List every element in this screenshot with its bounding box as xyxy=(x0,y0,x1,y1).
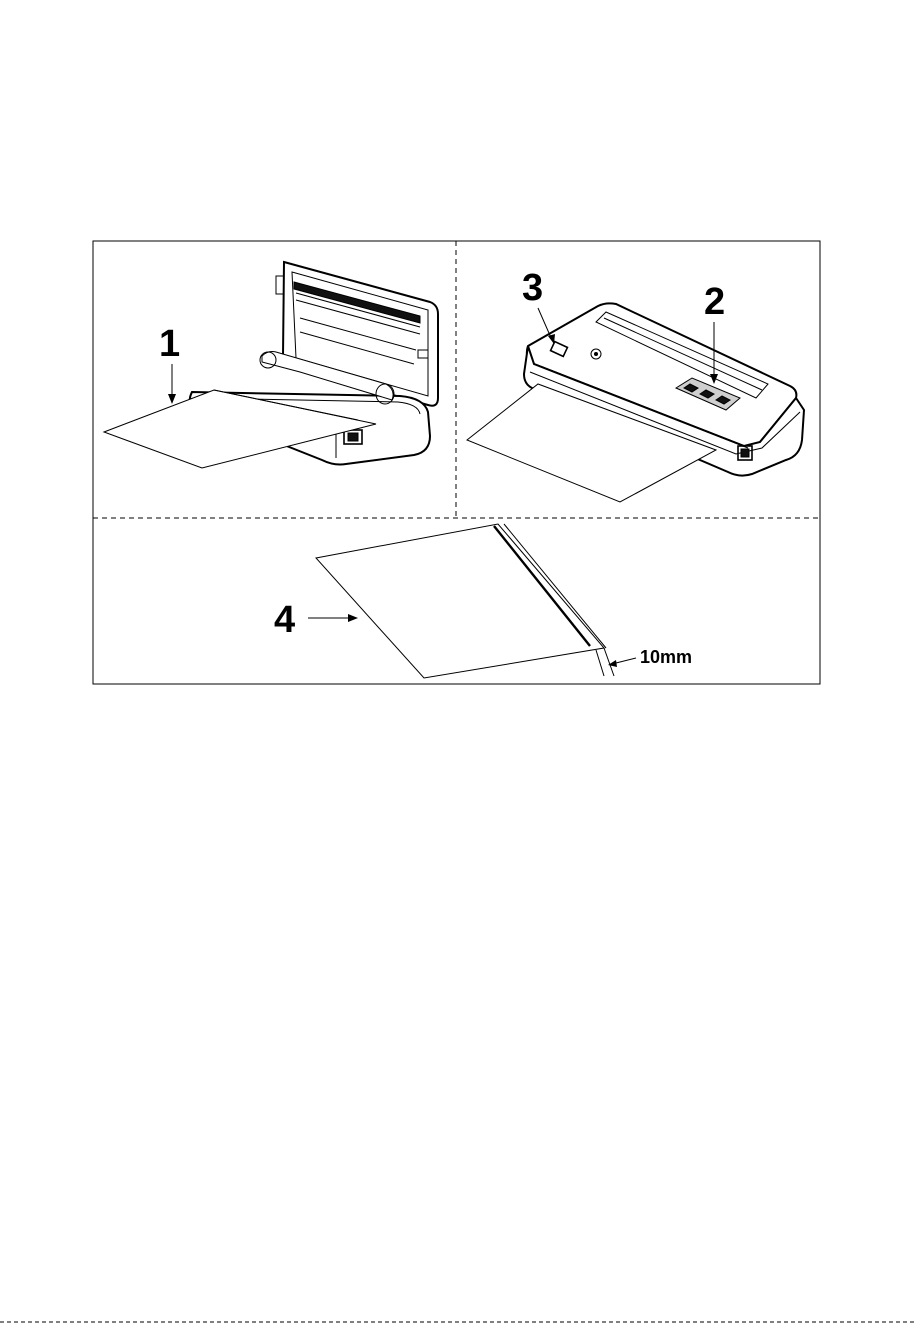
dimension-label: 10mm xyxy=(640,647,692,667)
callout-3: 3 xyxy=(522,267,543,309)
panel-open-sealer: 1 xyxy=(104,262,438,468)
callout-2: 2 xyxy=(704,281,725,323)
callout-1: 1 xyxy=(159,323,180,365)
panel-sealed-sheet: 10mm 4 xyxy=(274,524,692,678)
panel-closed-sealer: 3 2 xyxy=(467,267,804,502)
sealed-sheet xyxy=(316,524,604,678)
callout-4: 4 xyxy=(274,599,295,641)
